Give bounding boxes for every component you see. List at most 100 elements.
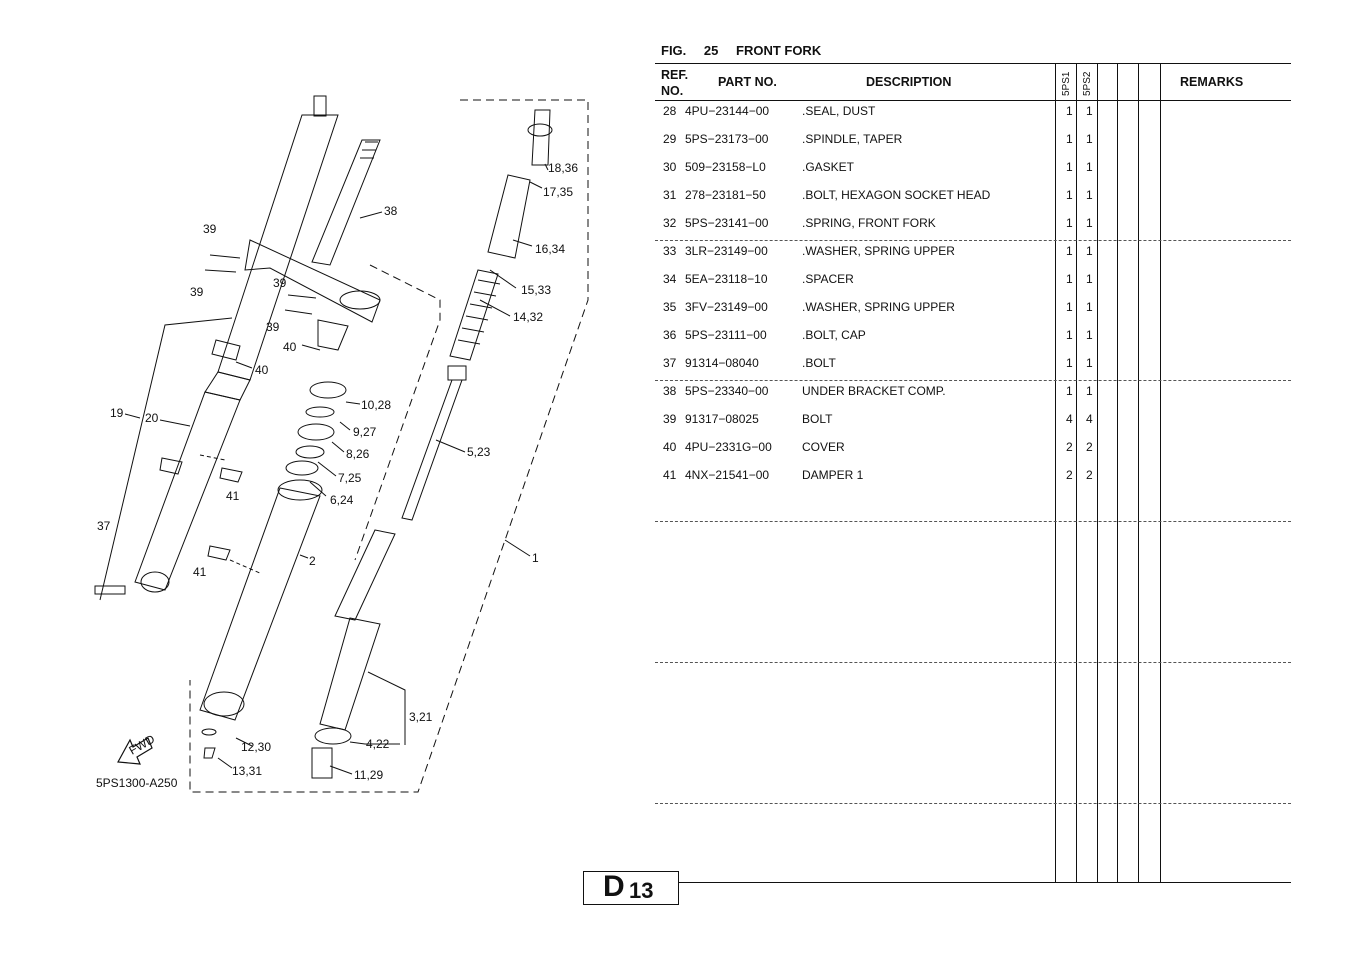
cell-description: .WASHER, SPRING UPPER <box>802 244 955 258</box>
cell-description: COVER <box>802 440 845 454</box>
cell-ref: 29 <box>663 132 677 146</box>
cell-ref: 28 <box>663 104 677 118</box>
cell-ref: 32 <box>663 216 677 230</box>
cell-part-no: 4PU−2331G−00 <box>685 440 772 454</box>
header-model-2: 5PS2 <box>1082 71 1093 96</box>
cell-description: .SPINDLE, TAPER <box>802 132 903 146</box>
cell-description: .BOLT <box>802 356 836 370</box>
callout-label: 11,29 <box>354 768 383 782</box>
exploded-parts-diagram: FWD 393939393818,3617,3516,3415,3314,324… <box>94 95 589 793</box>
cell-q2: 1 <box>1086 104 1093 118</box>
cell-q2: 1 <box>1086 272 1093 286</box>
callout-label: 41 <box>193 565 207 579</box>
cell-ref: 37 <box>663 356 677 370</box>
cell-q1: 2 <box>1066 440 1073 454</box>
header-model-1: 5PS1 <box>1061 71 1072 96</box>
cell-description: .SPACER <box>802 272 854 286</box>
cell-part-no: 5PS−23111−00 <box>685 328 767 342</box>
cell-ref: 31 <box>663 188 677 202</box>
cell-q2: 1 <box>1086 300 1093 314</box>
callout-label: 40 <box>255 363 269 377</box>
fig-name: FRONT FORK <box>736 43 822 58</box>
cell-q2: 1 <box>1086 132 1093 146</box>
figure-title: FIG. 25 FRONT FORK <box>661 43 835 58</box>
cell-description: .WASHER, SPRING UPPER <box>802 300 955 314</box>
cell-q1: 1 <box>1066 160 1073 174</box>
callout-label: 14,32 <box>513 310 543 324</box>
cell-ref: 38 <box>663 384 677 398</box>
cell-part-no: 5PS−23141−00 <box>685 216 769 230</box>
cell-part-no: 3FV−23149−00 <box>685 300 768 314</box>
callout-label: 10,28 <box>361 398 391 412</box>
callout-label: 20 <box>145 411 159 425</box>
cell-ref: 36 <box>663 328 677 342</box>
cell-q1: 1 <box>1066 300 1073 314</box>
callout-label: 39 <box>273 276 287 290</box>
cell-ref: 35 <box>663 300 677 314</box>
cell-part-no: 91317−08025 <box>685 412 759 426</box>
cell-q2: 4 <box>1086 412 1093 426</box>
cell-q2: 1 <box>1086 356 1093 370</box>
cell-description: BOLT <box>802 412 833 426</box>
callout-label: 38 <box>384 204 398 218</box>
cell-ref: 30 <box>663 160 677 174</box>
cell-part-no: 5PS−23173−00 <box>685 132 769 146</box>
callout-label: 17,35 <box>543 185 573 199</box>
callout-label: 18,36 <box>548 161 578 175</box>
callout-label: 4,22 <box>366 737 390 751</box>
cell-ref: 39 <box>663 412 677 426</box>
callout-label: 15,33 <box>521 283 551 297</box>
header-description: DESCRIPTION <box>866 75 952 89</box>
callout-label: 1 <box>532 551 539 565</box>
cell-ref: 41 <box>663 468 677 482</box>
cell-q2: 1 <box>1086 216 1093 230</box>
cell-ref: 40 <box>663 440 677 454</box>
cell-part-no: 278−23181−50 <box>685 188 766 202</box>
callout-label: 40 <box>283 340 297 354</box>
fig-label: FIG. <box>661 43 687 58</box>
header-part-no: PART NO. <box>718 75 777 89</box>
cell-ref: 33 <box>663 244 677 258</box>
parts-table: REF. NO. PART NO. DESCRIPTION 5PS1 5PS2 … <box>655 63 1291 883</box>
header-no: NO. <box>661 84 684 98</box>
callout-label: 5,23 <box>467 445 491 459</box>
callout-label: 16,34 <box>535 242 565 256</box>
callout-label: 2 <box>309 554 316 568</box>
cell-part-no: 91314−08040 <box>685 356 759 370</box>
callout-label: 41 <box>226 489 240 503</box>
callout-label: 3,21 <box>409 710 433 724</box>
cell-q2: 1 <box>1086 188 1093 202</box>
header-remarks: REMARKS <box>1180 75 1244 89</box>
cell-description: UNDER BRACKET COMP. <box>802 384 946 398</box>
cell-q2: 1 <box>1086 328 1093 342</box>
cell-q2: 1 <box>1086 160 1093 174</box>
cell-q1: 1 <box>1066 272 1073 286</box>
cell-q1: 1 <box>1066 356 1073 370</box>
cell-q2: 2 <box>1086 468 1093 482</box>
fig-number: 25 <box>703 43 719 58</box>
cell-description: .BOLT, CAP <box>802 328 866 342</box>
callout-label: 9,27 <box>353 425 377 439</box>
cell-q1: 1 <box>1066 384 1073 398</box>
callout-label: 12,30 <box>241 740 271 754</box>
cell-ref: 34 <box>663 272 677 286</box>
cell-part-no: 5PS−23340−00 <box>685 384 769 398</box>
forward-arrow-icon: FWD <box>117 732 157 765</box>
cell-q1: 4 <box>1066 412 1073 426</box>
cell-q1: 1 <box>1066 328 1073 342</box>
callout-label: 6,24 <box>330 493 354 507</box>
cell-q2: 2 <box>1086 440 1093 454</box>
header-ref: REF. <box>661 68 689 82</box>
